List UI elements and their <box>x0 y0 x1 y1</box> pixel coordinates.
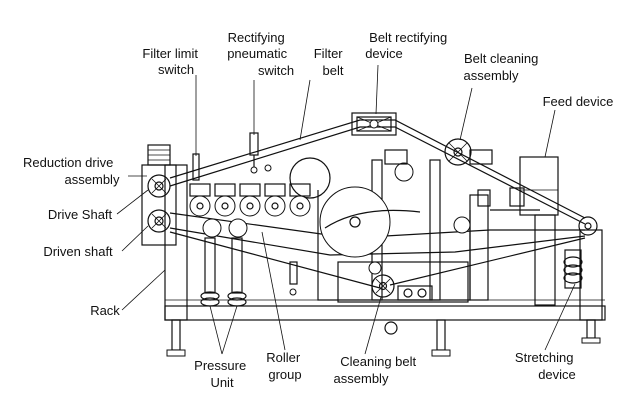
belt-cleaning-assembly-part <box>384 138 493 207</box>
label-drive-shaft: Drive Shaft <box>48 207 113 222</box>
label-belt-rectifying-device: Belt rectifying device <box>365 30 451 61</box>
label-pressure-unit: Pressure Unit <box>194 358 250 390</box>
cleaning-belt-assembly-part <box>368 261 433 335</box>
leader-lines <box>116 64 576 355</box>
roller-group-rollers <box>189 162 471 238</box>
label-rectifying-pneumatic-switch: Rectifying pneumatic switch <box>227 30 294 78</box>
rack-frame <box>164 164 606 357</box>
label-reduction-drive-assembly: Reduction drive assembly <box>23 155 120 187</box>
pressure-unit-cylinders <box>200 237 247 307</box>
filter-belt <box>169 119 586 289</box>
belt-press-machine <box>141 112 606 357</box>
label-filter-limit-switch: Filter limit switch <box>142 46 201 77</box>
label-cleaning-belt-assembly: Cleaning belt assembly <box>334 354 420 386</box>
top-drum-roller <box>289 157 421 258</box>
filter-limit-switch-part <box>192 153 200 181</box>
center-fitting <box>289 261 298 296</box>
label-rack: Rack <box>90 303 120 318</box>
belt-rectifying-device-part <box>351 112 397 136</box>
label-stretching-device: Stretching device <box>515 350 577 382</box>
drive-shaft <box>147 174 171 198</box>
label-belt-cleaning-assembly: Belt cleaning assembly <box>464 51 543 83</box>
label-feed-device: Feed device <box>543 94 614 109</box>
component-labels: Filter limit switch Rectifying pneumatic… <box>23 30 613 390</box>
stretching-device-part <box>563 216 598 289</box>
feed-device-part <box>490 156 559 216</box>
driven-shaft <box>147 209 171 233</box>
label-filter-belt: Filter belt <box>314 46 347 78</box>
reduction-drive-motor <box>141 144 177 246</box>
label-roller-group: Roller group <box>266 350 304 382</box>
label-driven-shaft: Driven shaft <box>43 244 113 259</box>
